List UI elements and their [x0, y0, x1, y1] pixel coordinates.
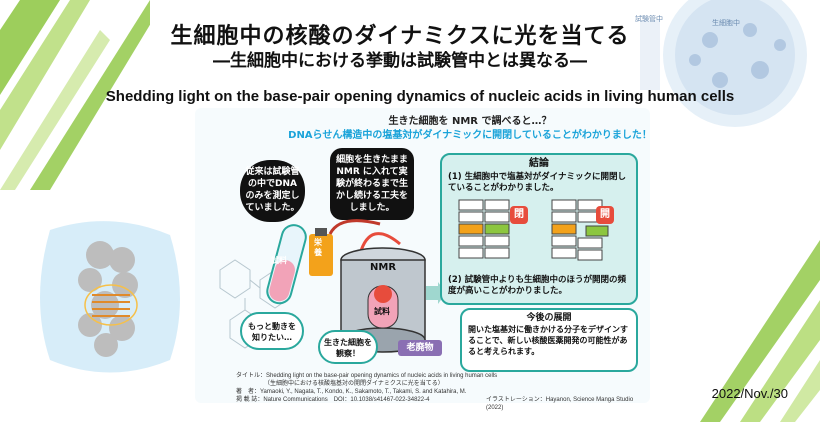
green-stripe-decoration-left	[0, 0, 150, 190]
label-nutrient: 栄養	[314, 238, 322, 257]
conclusion-title: 結論	[529, 158, 549, 169]
credit-authors: 著 者：Yamaoki, Y., Nagata, T., Kondo, K., …	[236, 389, 467, 395]
nutrient-bottle-icon	[309, 228, 333, 276]
english-title: Shedding light on the base-pair opening …	[105, 88, 735, 105]
bubble-conventional-method: 従来は試験管の中でDNAのみを測定していました。	[240, 160, 305, 222]
credit-journal: 掲 載 誌：Nature Communications DOI：10.1038/…	[236, 397, 430, 403]
future-prospects-box	[460, 308, 638, 372]
page-title: 生細胞中の核酸のダイナミクスに光を当てる	[170, 24, 630, 49]
lead-line-2: DNAらせん構造中の塩基対がダイナミックに開閉していることがわかりました！	[288, 130, 652, 141]
lead-line-1: 生きた細胞を NMR で調べると…？	[388, 116, 552, 127]
bubble-want-more-motion: もっと動きを知りたい…	[240, 312, 304, 350]
future-title: 今後の展開	[526, 313, 572, 323]
credit-illustration: イラストレーション：Hayanon, Science Manga Studio …	[486, 397, 634, 411]
base-pair-open-illustration	[551, 199, 609, 261]
credit-title: タイトル：Shedding light on the base-pair ope…	[236, 373, 498, 379]
label-waste: 老廃物	[398, 340, 442, 356]
page-subtitle: ―生細胞中における挙動は試験管中とは異なる―	[213, 51, 587, 71]
credit-title-ja: （生細胞中における核酸塩基対の開閉ダイナミクスに光を当てる）	[264, 381, 444, 387]
test-tube-icon	[266, 224, 307, 305]
label-testtube-sample: 試料	[271, 256, 287, 265]
bubble-observe-live-cells: 生きた細胞を観察！	[318, 330, 378, 364]
conclusion-item-2: (2) 試験管中よりも生細胞中のほうが開閉の頻度が高いことがわかりました。	[448, 275, 626, 296]
label-nmr: NMR	[370, 262, 397, 273]
closed-label: 閉	[510, 206, 528, 224]
cell-illustration-top-right	[640, 0, 807, 127]
dna-structure-illustration	[40, 221, 180, 373]
future-text: 開いた塩基対に働きかける分子をデザインすることで、新しい核酸医薬開発の可能性があ…	[468, 325, 628, 356]
green-stripe-decoration-right	[700, 240, 820, 422]
conclusion-item-1: (1) 生細胞中で塩基対がダイナミックに開閉していることがわかりました。	[448, 172, 626, 193]
label-nmr-sample: 試料	[374, 307, 390, 316]
base-pair-closed-illustration	[458, 199, 510, 259]
label-in-testtube: 試験管中	[635, 15, 663, 23]
open-label: 開	[596, 206, 614, 224]
date-label: 2022/Nov./30	[711, 386, 788, 401]
bubble-live-cell-method: 細胞を生きたままNMR に入れて実験が終わるまで生かし続ける工夫をしました。	[330, 148, 414, 220]
label-in-cell: 生細胞中	[712, 19, 740, 27]
